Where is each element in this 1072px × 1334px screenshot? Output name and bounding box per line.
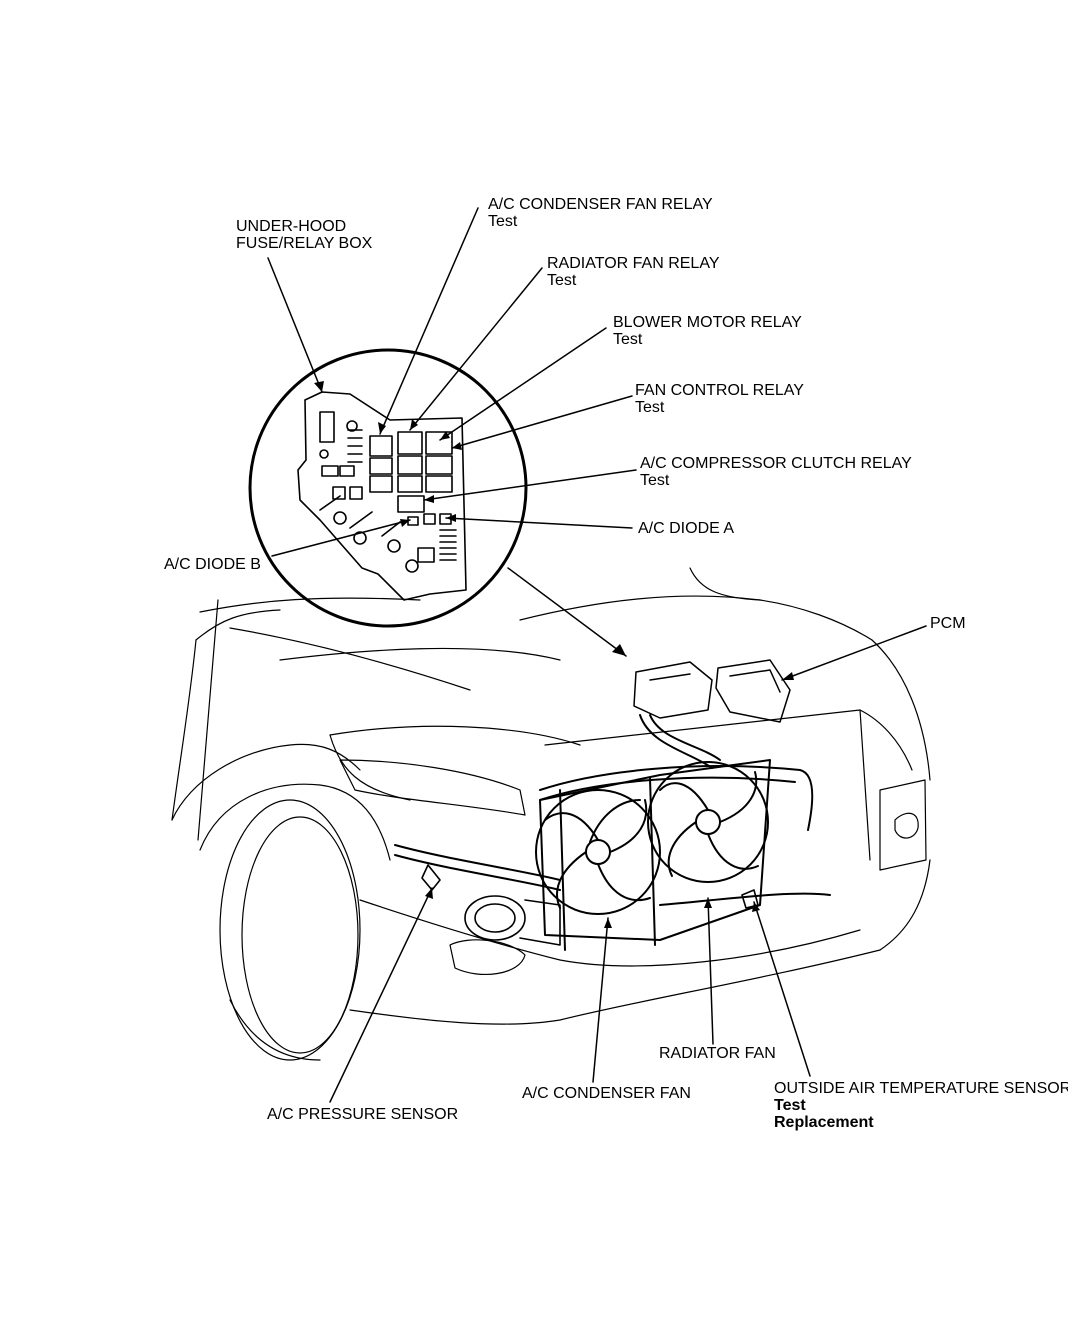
pcm-name: PCM (930, 615, 966, 632)
diode-a-label: A/C DIODE A (638, 520, 734, 537)
fan-control-relay-test-link[interactable]: Test (635, 399, 665, 416)
diode-b-label: A/C DIODE B (164, 556, 261, 573)
outside-air-temp-sensor-test-link[interactable]: Test (774, 1097, 806, 1114)
outside-air-temperature-sensor (741, 889, 759, 909)
outside-air-temp-sensor-label: OUTSIDE AIR TEMPERATURE SENSOR Test Repl… (774, 1080, 1068, 1131)
fuse-relay-box-label-line1: UNDER-HOOD (236, 218, 347, 235)
diode-b-name: A/C DIODE B (164, 556, 261, 573)
radiator-fan-relay-label: RADIATOR FAN RELAY Test (547, 255, 719, 289)
condenser-fan-relay-name: A/C CONDENSER FAN RELAY (488, 196, 713, 213)
fuse-box-detail-circle (248, 348, 528, 628)
pcm-module (633, 659, 791, 723)
radiator-fan-relay-test-link[interactable]: Test (547, 272, 577, 289)
condenser-fan-relay-test-link[interactable]: Test (488, 213, 518, 230)
fuse-relay-box-label-line2: FUSE/RELAY BOX (236, 235, 373, 252)
condenser-fan-relay-label: A/C CONDENSER FAN RELAY Test (488, 196, 713, 230)
radiator-fan-relay-name: RADIATOR FAN RELAY (547, 255, 720, 272)
radiator-fan-name: RADIATOR FAN (659, 1045, 776, 1062)
front-wheel (219, 799, 361, 1061)
pressure-sensor-name: A/C PRESSURE SENSOR (267, 1106, 459, 1123)
pressure-sensor-label: A/C PRESSURE SENSOR (267, 1106, 458, 1123)
leader-arrowheads (314, 381, 794, 928)
blower-motor-relay-test-link[interactable]: Test (613, 331, 643, 348)
diode-a-name: A/C DIODE A (638, 520, 735, 537)
fuse-relay-box-label: UNDER-HOOD FUSE/RELAY BOX (236, 218, 372, 252)
outside-air-temp-sensor-replacement-link[interactable]: Replacement (774, 1114, 874, 1131)
condenser-fan-name: A/C CONDENSER FAN (522, 1085, 691, 1102)
fan-control-relay-name: FAN CONTROL RELAY (635, 382, 804, 399)
leader-lines (267, 207, 927, 1103)
blower-motor-relay-name: BLOWER MOTOR RELAY (613, 314, 802, 331)
fan-control-relay-label: FAN CONTROL RELAY Test (635, 382, 804, 416)
ac-pressure-sensor (421, 864, 441, 891)
radiator-fan-assembly (394, 714, 831, 951)
compressor-clutch-relay-test-link[interactable]: Test (640, 472, 670, 489)
radiator-fan-label: RADIATOR FAN (659, 1045, 776, 1062)
condenser-fan-label: A/C CONDENSER FAN (522, 1085, 691, 1102)
pcm-label: PCM (930, 615, 966, 632)
outside-air-temp-sensor-name: OUTSIDE AIR TEMPERATURE SENSOR (774, 1080, 1068, 1097)
compressor-clutch-relay-label: A/C COMPRESSOR CLUTCH RELAY Test (640, 455, 912, 489)
compressor-clutch-relay-name: A/C COMPRESSOR CLUTCH RELAY (640, 455, 912, 472)
blower-motor-relay-label: BLOWER MOTOR RELAY Test (613, 314, 802, 348)
ac-compressor (464, 895, 561, 946)
